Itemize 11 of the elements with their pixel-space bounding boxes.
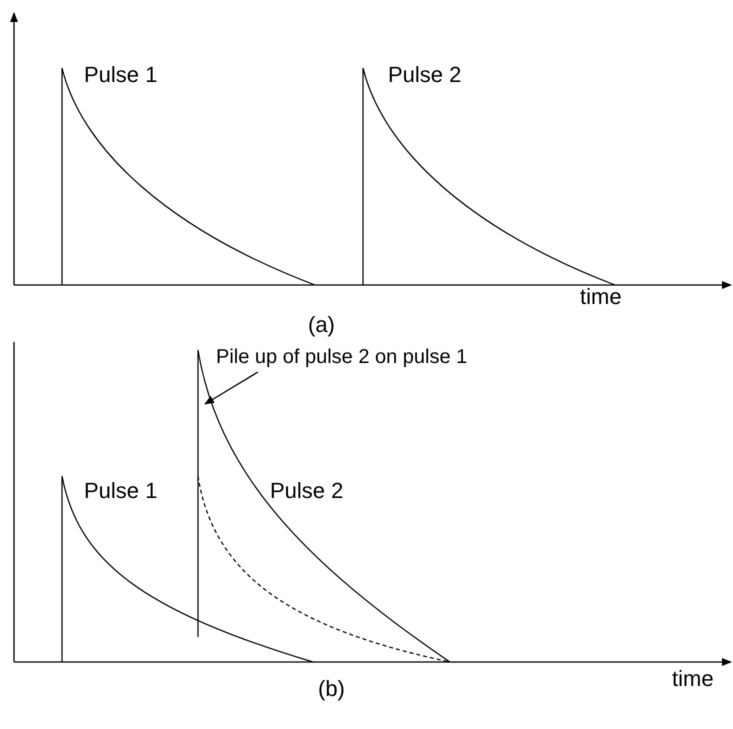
panel-label: (b) <box>318 676 345 702</box>
pulse-label: Pulse 1 <box>84 62 158 88</box>
panel-label: (a) <box>308 312 335 338</box>
pulse-label: Pulse 1 <box>84 478 158 504</box>
leader-arrow <box>204 371 258 405</box>
axis-label: time <box>580 284 622 310</box>
pulse-label: Pulse 2 <box>270 478 344 504</box>
pulse-label: Pulse 2 <box>388 62 462 88</box>
pulse-curve <box>197 349 450 662</box>
annotation-text: Pile up of pulse 2 on pulse 1 <box>216 344 468 370</box>
axis-label: time <box>672 666 714 692</box>
